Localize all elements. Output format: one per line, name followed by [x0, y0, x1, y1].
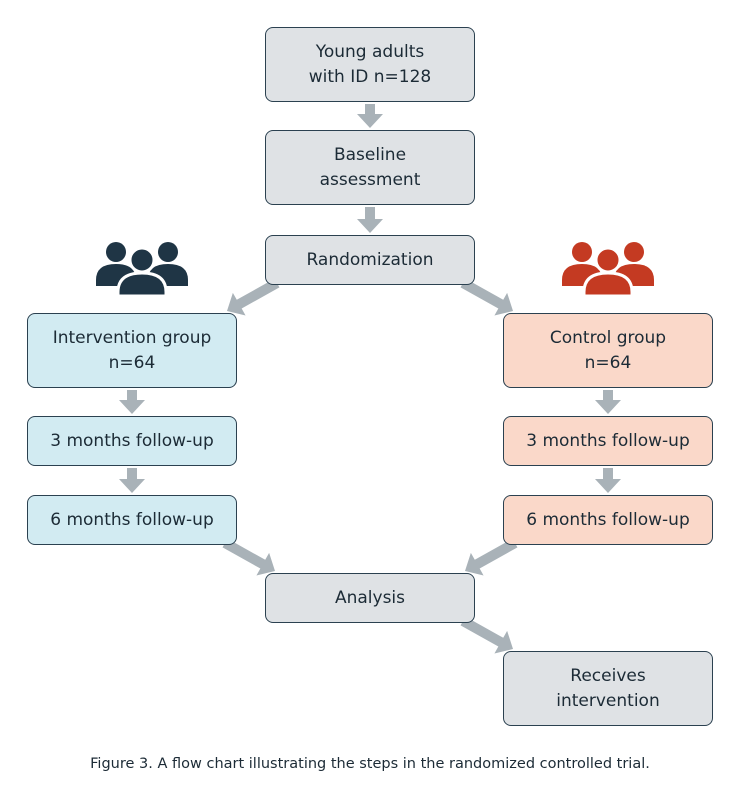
node-intervention-3-months: 3 months follow-up	[27, 416, 237, 466]
flow-arrow	[357, 104, 383, 128]
node-label: 6 months follow-up	[526, 509, 690, 530]
flow-arrow	[222, 538, 275, 576]
figure-caption: Figure 3. A flow chart illustrating the …	[90, 756, 650, 772]
node-label: Young adults with ID n=128	[308, 41, 432, 87]
people-group-icon-shapes	[96, 242, 188, 296]
node-control-6-months: 6 months follow-up	[503, 495, 713, 545]
flow-arrow	[595, 390, 621, 414]
node-label: Control group n=64	[549, 327, 667, 373]
node-control-group: Control group n=64	[503, 313, 713, 388]
node-label: 3 months follow-up	[50, 430, 214, 451]
flow-arrow	[227, 278, 280, 316]
flow-arrow	[119, 468, 145, 493]
node-control-3-months: 3 months follow-up	[503, 416, 713, 466]
flow-arrow	[119, 390, 145, 414]
flow-arrow	[357, 207, 383, 233]
flow-arrow	[460, 278, 513, 316]
node-label: Receives intervention	[556, 665, 660, 711]
flow-arrow	[460, 616, 513, 654]
node-label: 6 months follow-up	[50, 509, 214, 530]
node-label: Baseline assessment	[319, 144, 421, 190]
node-label: Randomization	[306, 249, 434, 270]
node-label: Analysis	[334, 587, 406, 608]
flow-arrow	[465, 538, 518, 576]
node-baseline-assessment: Baseline assessment	[265, 130, 475, 205]
people-group-icon	[96, 242, 188, 296]
node-intervention-group: Intervention group n=64	[27, 313, 237, 388]
people-group-icon	[562, 242, 654, 296]
flow-arrow	[595, 468, 621, 493]
node-analysis: Analysis	[265, 573, 475, 623]
node-intervention-6-months: 6 months follow-up	[27, 495, 237, 545]
node-young-adults: Young adults with ID n=128	[265, 27, 475, 102]
people-group-icon-shapes	[562, 242, 654, 296]
node-receives-intervention: Receives intervention	[503, 651, 713, 726]
node-randomization: Randomization	[265, 235, 475, 285]
node-label: Intervention group n=64	[52, 327, 212, 373]
node-label: 3 months follow-up	[526, 430, 690, 451]
